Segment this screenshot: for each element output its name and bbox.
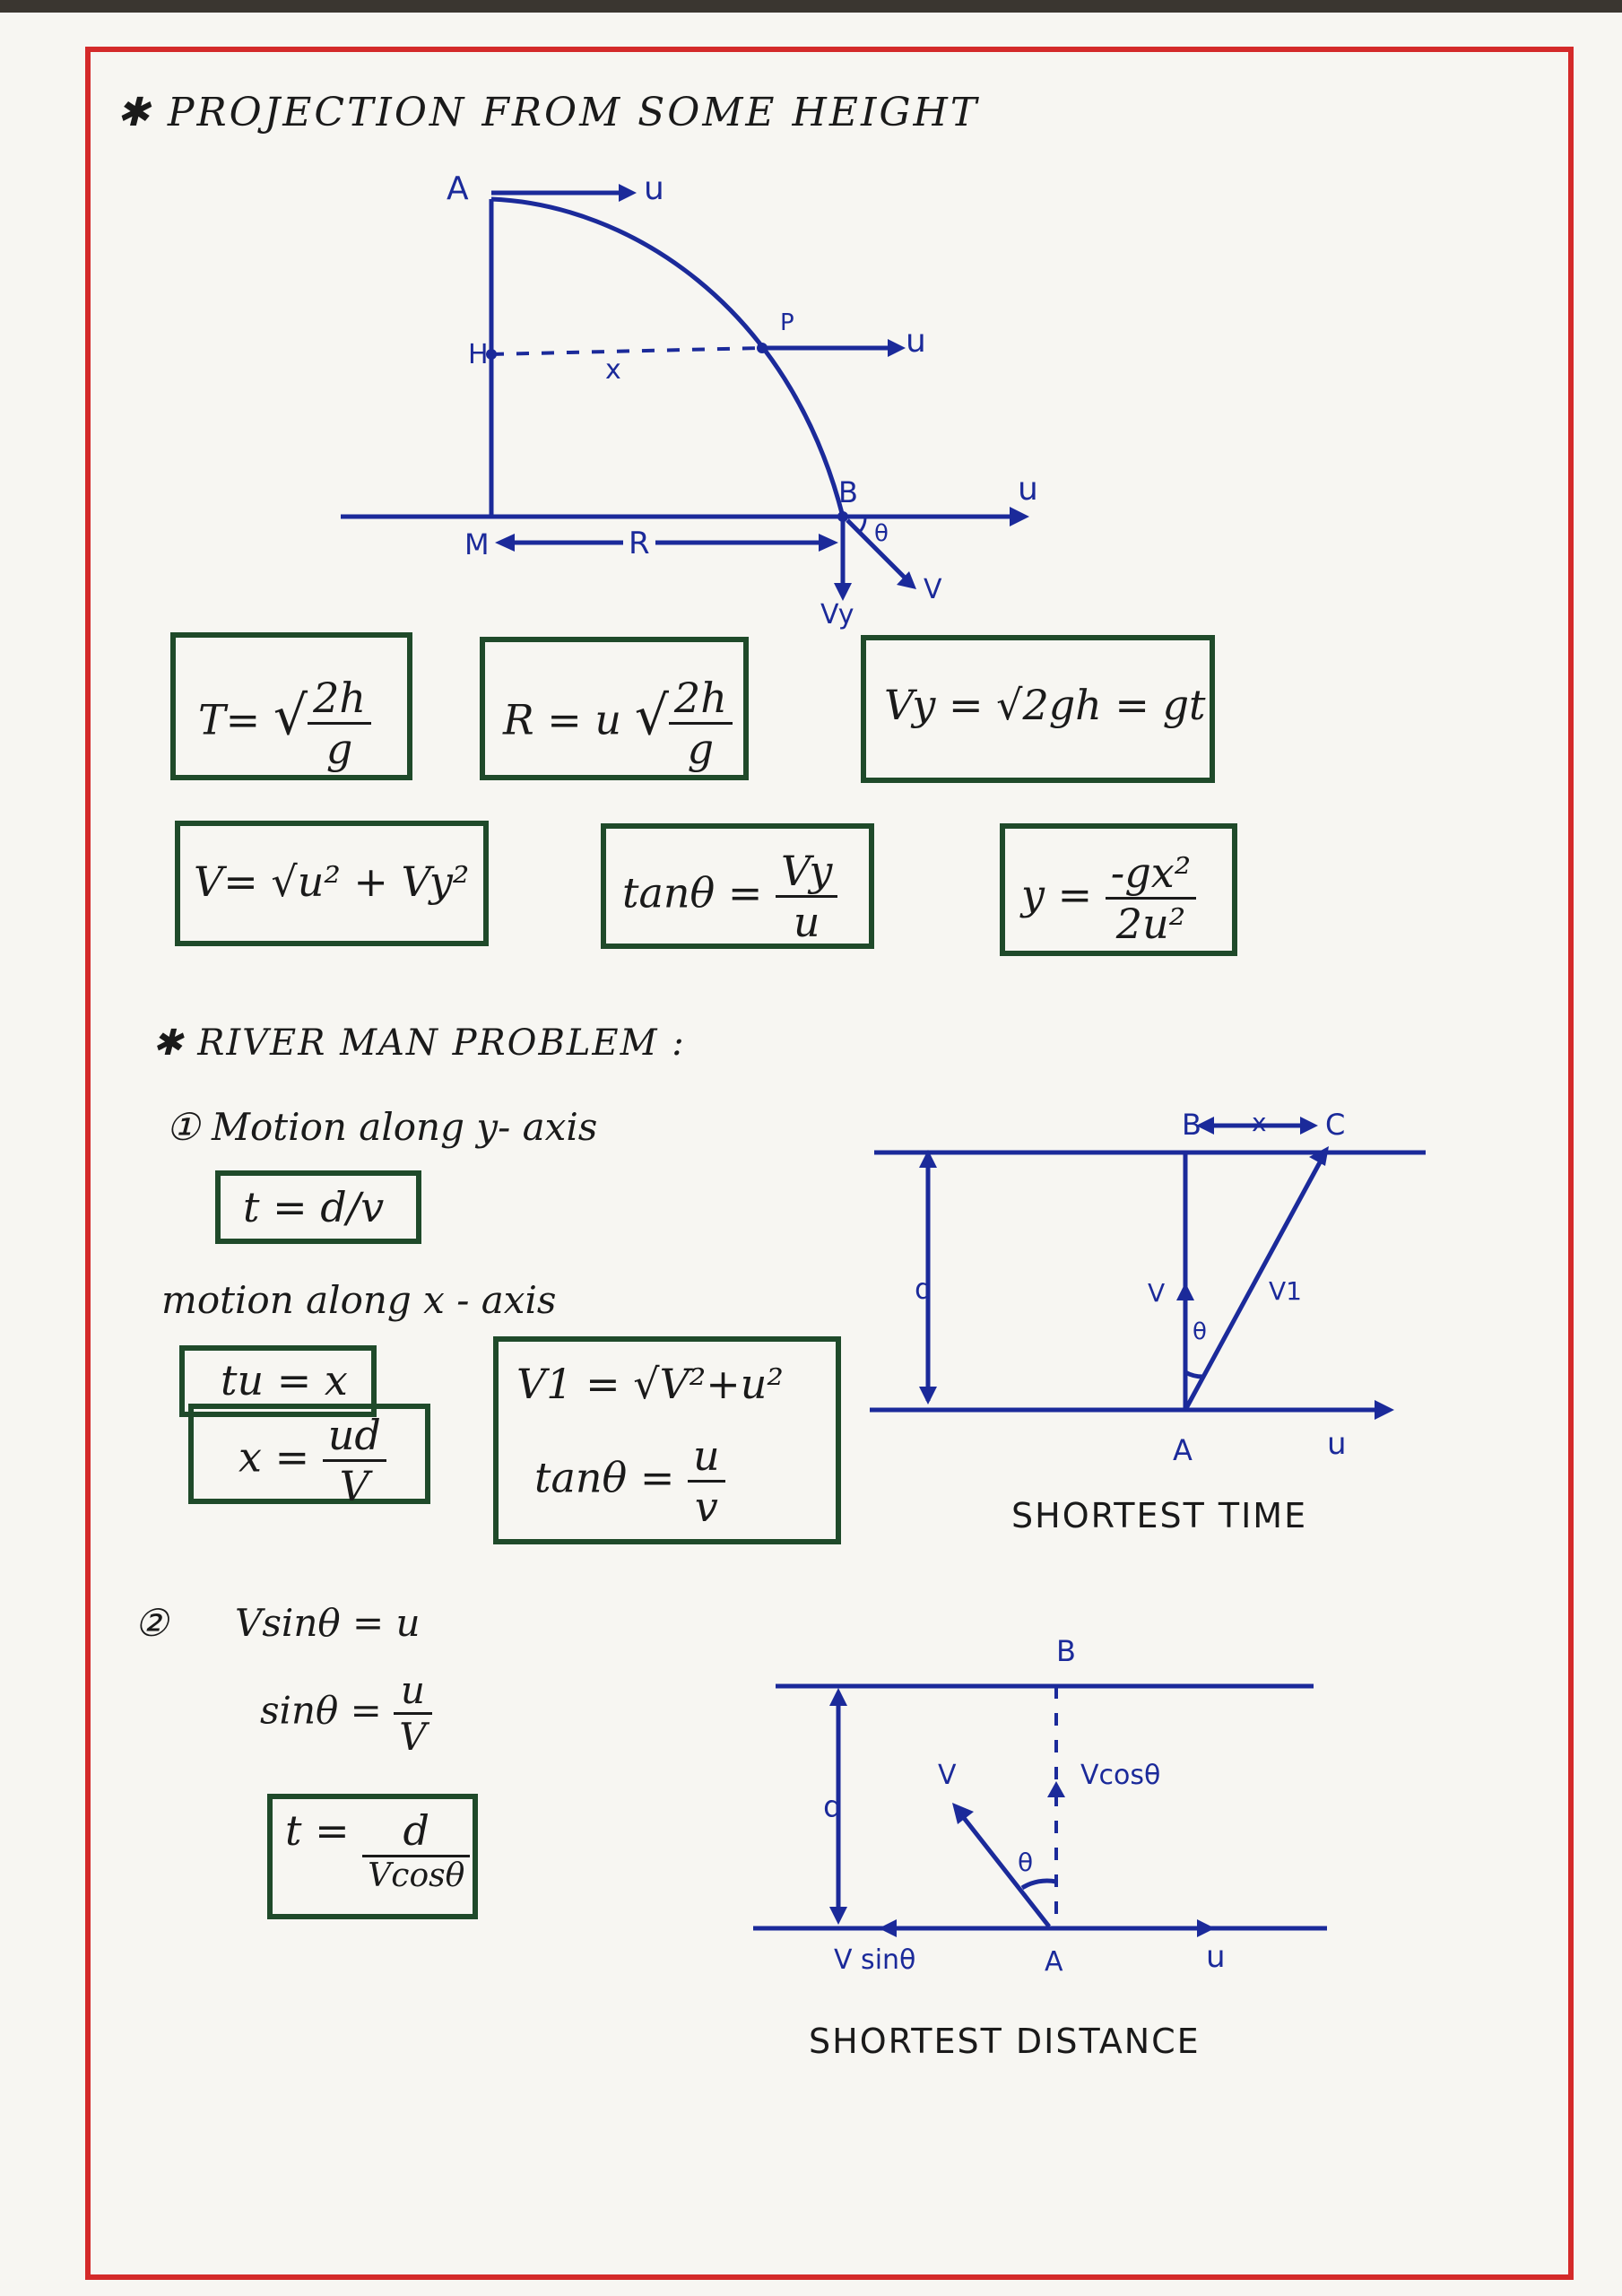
st-label-x: x (1252, 1108, 1267, 1137)
point-B (837, 511, 848, 522)
label-theta-B: θ (874, 520, 889, 547)
st-label-B: B (1182, 1108, 1201, 1142)
case1-tan-num: u (688, 1431, 725, 1483)
point-H (486, 349, 497, 360)
label-B: B (838, 475, 858, 509)
case1-tan-den: v (694, 1483, 718, 1531)
label-u-right: u (1018, 471, 1038, 508)
traj-num: -gx² (1105, 848, 1197, 900)
range-lhs: R = u (503, 695, 622, 744)
time-lhs: T= (198, 695, 261, 744)
case1-box3-line1: V1 = √V²+u² (516, 1360, 784, 1408)
case1-x-num: ud (322, 1411, 386, 1462)
time-den: g (325, 725, 353, 773)
case2-t-lhs: t = (285, 1806, 350, 1855)
sd-label-B: B (1056, 1634, 1076, 1668)
case1-tan-lhs: tanθ = (534, 1453, 675, 1502)
velocity-formula: V= √u² + Vy² (194, 857, 470, 906)
st-label-theta: θ (1193, 1318, 1207, 1345)
case2-sin-lhs: sinθ = (260, 1688, 382, 1733)
case2-sin-den: V (399, 1715, 427, 1759)
page-top-edge (0, 0, 1622, 13)
st-label-V: V (1148, 1278, 1166, 1308)
point-P (757, 343, 768, 353)
sd-label-theta: θ (1018, 1848, 1034, 1877)
st-label-V1: V1 (1269, 1276, 1302, 1306)
sd-label-A: A (1045, 1946, 1063, 1978)
range-num: 2h (668, 674, 733, 725)
shortest-distance-caption: SHORTEST DISTANCE (809, 2022, 1201, 2061)
formula-box-vy: Vy = √2gh = gt (861, 635, 1215, 783)
time-num: 2h (308, 674, 371, 725)
projection-diagram (341, 184, 1029, 601)
label-R: R (623, 526, 655, 561)
sd-label-V: V (938, 1760, 957, 1791)
shortest-time-caption: SHORTEST TIME (1011, 1496, 1308, 1535)
red-margin-border (85, 47, 1574, 2280)
label-H: H (468, 339, 489, 370)
formula-box-velocity: V= √u² + Vy² (175, 821, 489, 946)
st-label-C: C (1325, 1108, 1346, 1142)
label-Vy: Vy (820, 599, 854, 631)
case2-sin-num: u (394, 1668, 432, 1715)
river-heading: ✱ RIVER MAN PROBLEM : (152, 1022, 686, 1064)
traj-lhs: y = (1021, 870, 1093, 919)
label-x: x (605, 354, 621, 386)
case1-box2a-text: tu = x (221, 1356, 348, 1405)
st-label-A: A (1173, 1433, 1193, 1467)
tan-den: u (793, 898, 820, 946)
case1-box-time: t = d/v (215, 1170, 421, 1244)
sd-label-d: d (823, 1789, 843, 1825)
label-P: P (780, 309, 794, 336)
vy-formula: Vy = √2gh = gt (884, 681, 1206, 729)
sd-label-Vcos: Vcosθ (1080, 1760, 1161, 1791)
projection-heading: ✱ PROJECTION FROM SOME HEIGHT (117, 90, 980, 135)
st-label-u: u (1327, 1426, 1347, 1462)
case2-t-den: Vcosθ (368, 1857, 465, 1894)
label-V: V (924, 574, 942, 605)
label-A: A (447, 170, 469, 207)
range-den: g (687, 725, 715, 773)
st-label-d: d (915, 1272, 933, 1306)
case1-x-den: V (339, 1462, 369, 1510)
tan-lhs: tanθ = (622, 868, 763, 918)
label-u-mid: u (906, 323, 926, 360)
tan-num: Vy (776, 847, 838, 898)
case1-box-tu: tu = x (179, 1345, 377, 1417)
sd-label-u: u (1206, 1939, 1226, 1975)
case1-line2: motion along x - axis (161, 1278, 557, 1322)
case1-line1: ① Motion along y- axis (166, 1105, 598, 1149)
case2-marker: ② (134, 1601, 169, 1645)
case2-line1: Vsinθ = u (235, 1601, 421, 1645)
traj-den: 2u² (1115, 900, 1186, 948)
case2-t-num: d (362, 1806, 471, 1857)
case1-box1-text: t = d/v (243, 1183, 385, 1231)
label-M: M (464, 527, 490, 561)
case1-x-lhs: x = (239, 1432, 310, 1482)
label-u-top: u (644, 170, 664, 207)
sd-label-Vsin: V sinθ (834, 1944, 916, 1976)
